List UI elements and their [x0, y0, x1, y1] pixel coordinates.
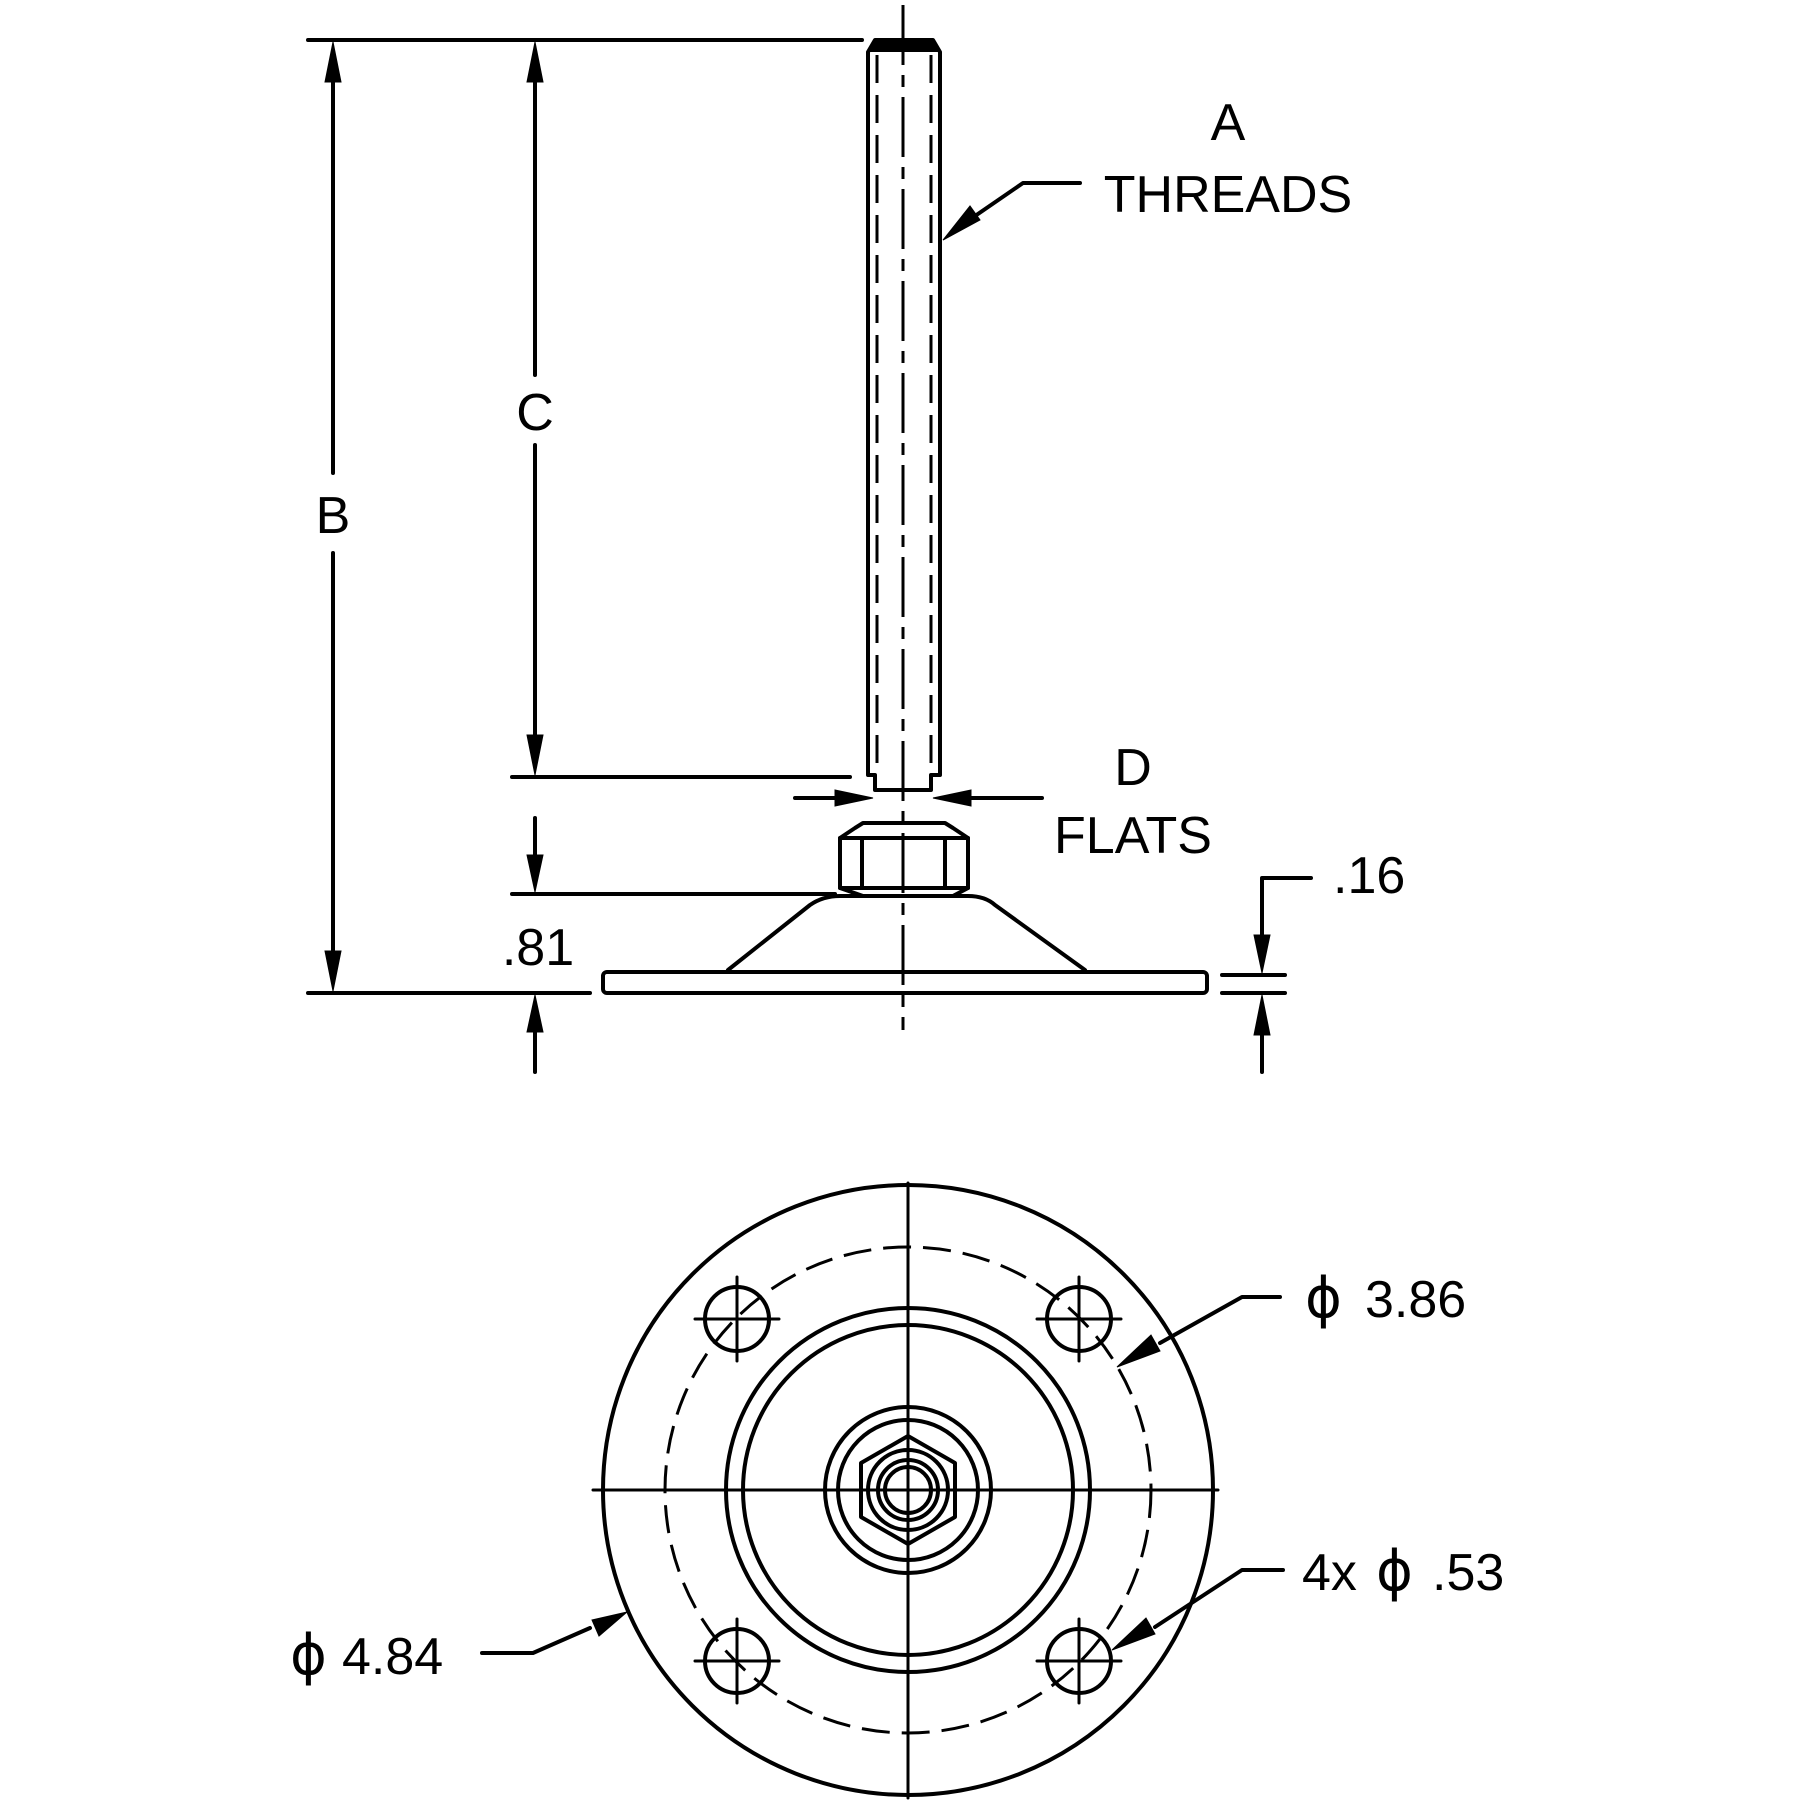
stud-core [883, 1465, 933, 1515]
base-plate [601, 970, 1209, 995]
label-threads: THREADS [1104, 166, 1352, 224]
mounting-hole [693, 1617, 781, 1705]
top-view: ϕ 3.86 4x ϕ .53 ϕ 4.84 [290, 1181, 1504, 1800]
dimension-016 [1220, 876, 1313, 1074]
threaded-stud [866, 38, 942, 792]
base-dome [726, 894, 1087, 972]
label-flats: FLATS [1054, 807, 1212, 865]
hex-nut-top [859, 1434, 957, 1546]
leader-holes [1111, 1568, 1285, 1651]
outer-rim [601, 1183, 1215, 1797]
dome-outer-circle [724, 1306, 1092, 1674]
leader-bolt-circle [1116, 1295, 1282, 1368]
mounting-hole [1035, 1617, 1123, 1705]
label-d: D [1114, 739, 1152, 797]
diameter-symbol: ϕ [1376, 1539, 1413, 1604]
stud-inner [876, 1458, 940, 1522]
label-081: .81 [502, 919, 574, 977]
label-hole-count: 4x [1302, 1544, 1357, 1602]
label-a: A [1211, 94, 1246, 152]
threads-leader [942, 181, 1082, 241]
label-b: B [316, 487, 351, 545]
dimension-d-flats [793, 789, 1044, 807]
dome-inner-circle [741, 1323, 1075, 1657]
diameter-symbol: ϕ [1305, 1266, 1342, 1331]
label-dia-053: .53 [1432, 1544, 1504, 1602]
label-dia-386: 3.86 [1365, 1271, 1466, 1329]
hex-nut [838, 821, 970, 898]
side-view: B C .81 D FLATS [306, 5, 1405, 1074]
diameter-symbol: ϕ [290, 1623, 327, 1688]
nut-seat-outer [823, 1405, 993, 1575]
dimension-081 [510, 816, 837, 1074]
label-dia-484: 4.84 [342, 1628, 443, 1686]
label-016: .16 [1333, 847, 1405, 905]
dimension-b [306, 38, 864, 995]
label-c: C [516, 384, 554, 442]
bolt-circle [663, 1245, 1153, 1735]
stud-outer [866, 1448, 950, 1532]
dimension-c [510, 41, 852, 779]
mounting-hole [693, 1275, 781, 1363]
mounting-hole [1035, 1275, 1123, 1363]
leader-outer-rim [480, 1611, 628, 1655]
nut-seat-inner [836, 1418, 980, 1562]
